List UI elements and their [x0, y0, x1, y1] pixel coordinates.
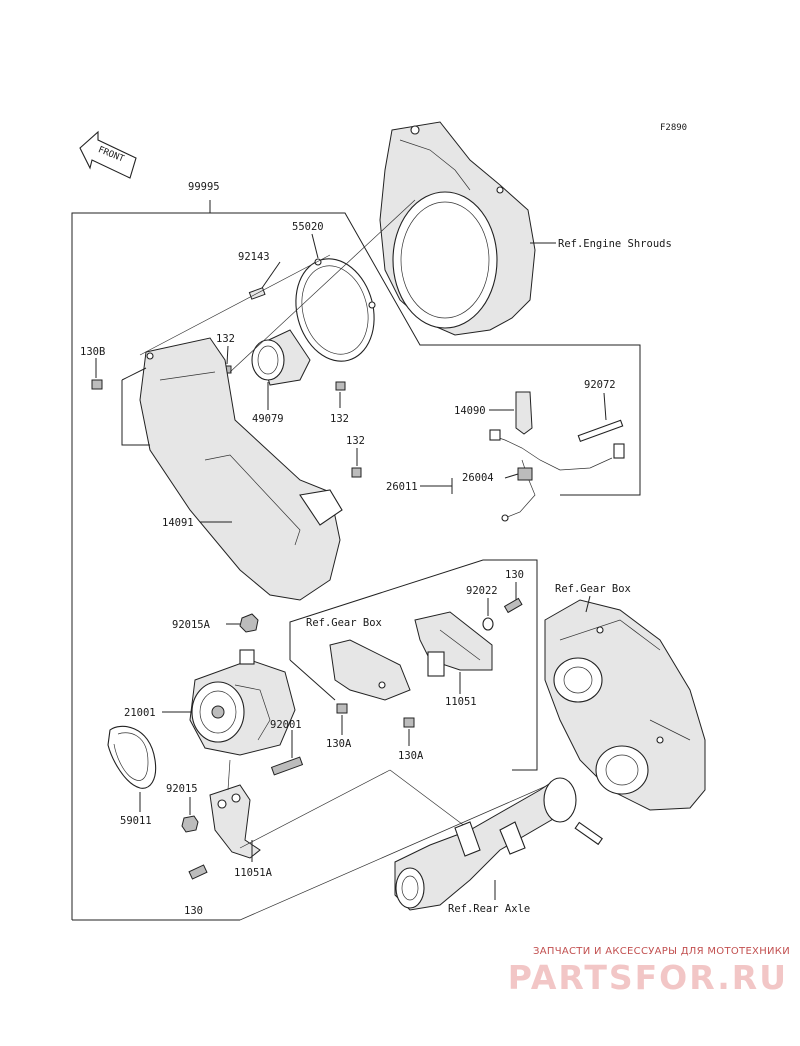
- bolt-130-gear: [503, 597, 523, 614]
- callout-130b: 130B: [80, 346, 105, 358]
- watermark-logo: PARTSFOR.RU: [507, 958, 788, 997]
- ref-gear-box-right: Ref.Gear Box: [555, 583, 631, 595]
- callout-14090: 14090: [454, 405, 486, 417]
- callout-55020: 55020: [292, 221, 324, 233]
- callout-21001: 21001: [124, 707, 156, 719]
- nut-92015a: [239, 613, 259, 633]
- nut-92015: [181, 815, 199, 833]
- callout-59011: 59011: [120, 815, 152, 827]
- callout-26004: 26004: [462, 472, 494, 484]
- bracket-11051: [414, 611, 493, 677]
- callout-130-bottom: 130: [184, 905, 203, 917]
- bracket-plate-left: [329, 639, 411, 701]
- callout-92072: 92072: [584, 379, 616, 391]
- callout-99995: 99995: [188, 181, 220, 193]
- callout-92022: 92022: [466, 585, 498, 597]
- front-arrow-icon: FRONT: [79, 130, 137, 179]
- callout-130-top: 130: [505, 569, 524, 581]
- callout-11051a: 11051A: [234, 867, 273, 879]
- bolt-132-c: [351, 467, 362, 478]
- belt-cover-14091: [139, 337, 343, 601]
- callout-11051: 11051: [445, 696, 477, 708]
- callout-92001: 92001: [270, 719, 302, 731]
- callout-14091: 14091: [162, 517, 194, 529]
- bracket-11051a: [209, 784, 261, 859]
- ref-rear-axle: Ref.Rear Axle: [448, 903, 530, 915]
- air-duct-49079: [251, 329, 311, 386]
- washer-92022: [482, 617, 494, 631]
- callout-132-b: 132: [330, 413, 349, 425]
- figure-code: F2890: [660, 123, 687, 133]
- alternator-21001: [189, 649, 296, 756]
- callout-26011: 26011: [386, 481, 418, 493]
- callout-132-c: 132: [346, 435, 365, 447]
- bolt-92001: [270, 756, 304, 776]
- gear-box: [544, 599, 706, 811]
- bolt-130b: [91, 379, 103, 390]
- engine-shroud: [379, 121, 536, 336]
- assembly-bracket-99995: [71, 200, 641, 921]
- watermark-tagline: ЗАПЧАСТИ И АКСЕССУАРЫ ДЛЯ МОТОТЕХНИКИ: [533, 946, 790, 957]
- callout-132-a: 132: [216, 333, 235, 345]
- bolt-130a-2: [403, 717, 415, 728]
- seal-ring-55020: [295, 258, 376, 362]
- ref-engine-shrouds: Ref.Engine Shrouds: [558, 238, 672, 250]
- ref-gear-box-left: Ref.Gear Box: [306, 617, 382, 629]
- bolt-130-bottom: [188, 864, 208, 880]
- bracket-frame-lower: [289, 559, 538, 771]
- callout-49079: 49079: [252, 413, 284, 425]
- bolt-130a-1: [336, 703, 348, 714]
- bolt-132-b: [335, 381, 346, 391]
- callout-92015a: 92015A: [172, 619, 211, 631]
- callout-92143: 92143: [238, 251, 270, 263]
- callout-92015: 92015: [166, 783, 198, 795]
- drive-belt-59011: [107, 725, 157, 789]
- callout-130a-1: 130A: [326, 738, 352, 750]
- rear-axle: [394, 777, 603, 911]
- callout-130a-2: 130A: [398, 750, 424, 762]
- harness-group: [489, 391, 625, 522]
